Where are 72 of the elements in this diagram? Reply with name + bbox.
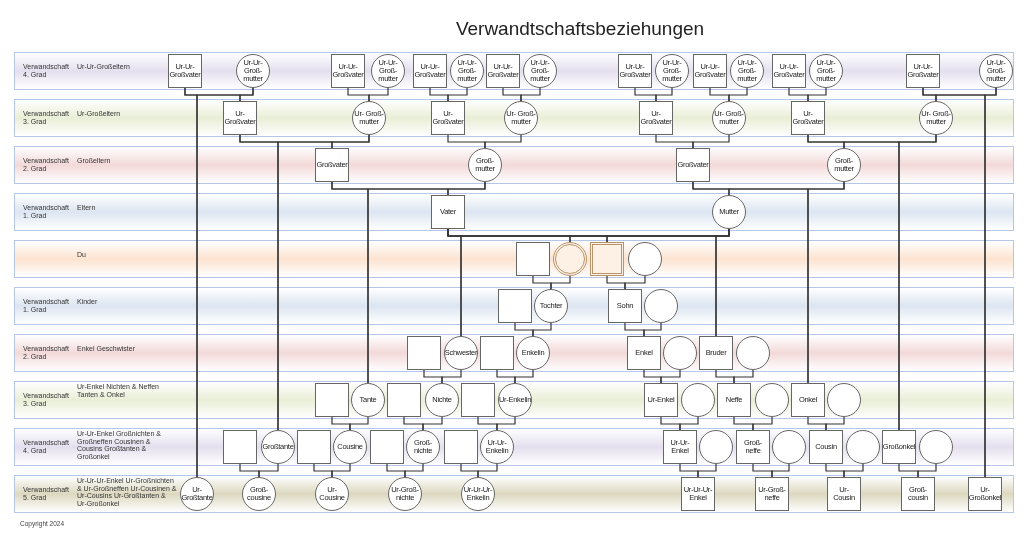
person-square — [297, 430, 331, 464]
generation-band — [14, 287, 1014, 325]
chart-title: Verwandtschaftsbeziehungen — [454, 18, 706, 40]
family-line — [239, 87, 254, 102]
generation-band — [14, 475, 1014, 513]
person-square — [315, 383, 349, 417]
family-line — [679, 416, 699, 431]
family-line — [715, 228, 730, 337]
family-line — [728, 87, 748, 102]
person-square — [387, 383, 421, 417]
generation-band — [14, 334, 1014, 372]
generation-band — [14, 428, 1014, 466]
family-line — [550, 275, 571, 290]
family-line — [807, 181, 845, 384]
person-circle — [628, 242, 662, 276]
family-line — [349, 416, 369, 431]
family-line — [331, 463, 351, 478]
person-circle — [846, 430, 880, 464]
person-circle — [644, 289, 678, 323]
family-line — [258, 463, 279, 478]
person-circle — [827, 383, 861, 417]
person-square — [370, 430, 404, 464]
family-line — [447, 87, 468, 102]
family-line — [807, 87, 827, 102]
generation-band — [14, 193, 1014, 231]
person-circle — [755, 383, 789, 417]
person-circle — [553, 242, 587, 276]
person-circle — [772, 430, 806, 464]
family-line — [496, 416, 516, 431]
family-line — [404, 463, 424, 478]
person-circle — [681, 383, 715, 417]
family-line — [752, 416, 773, 431]
family-line — [697, 463, 717, 478]
person-square — [590, 242, 624, 276]
family-line — [917, 463, 937, 478]
person-circle — [663, 336, 697, 370]
family-line — [692, 134, 730, 149]
person-square — [223, 430, 257, 464]
family-line — [484, 134, 522, 149]
family-line — [898, 134, 937, 431]
family-line — [624, 275, 646, 290]
person-square — [407, 336, 441, 370]
person-circle — [919, 430, 953, 464]
family-line — [447, 181, 486, 196]
family-line — [771, 463, 790, 478]
family-line — [477, 463, 498, 478]
person-square — [461, 383, 495, 417]
person-circle — [699, 430, 733, 464]
family-line — [655, 87, 673, 102]
person-square — [498, 289, 532, 323]
generation-band — [14, 381, 1014, 419]
person-square — [516, 242, 550, 276]
person-square — [444, 430, 478, 464]
family-line — [843, 463, 864, 478]
generation-band — [14, 146, 1014, 184]
family-line — [825, 416, 845, 431]
family-line — [441, 369, 462, 384]
generation-band — [14, 240, 1014, 278]
generation-band — [14, 99, 1014, 137]
family-line — [422, 416, 443, 431]
family-line — [520, 87, 541, 102]
family-line — [660, 369, 681, 384]
family-line — [532, 322, 552, 337]
family-line — [368, 87, 389, 102]
family-line — [984, 87, 997, 478]
person-square — [480, 336, 514, 370]
family-line — [643, 322, 662, 337]
family-line — [733, 369, 754, 384]
generation-band — [14, 52, 1014, 90]
family-line — [514, 369, 534, 384]
person-circle — [736, 336, 770, 370]
family-line — [331, 134, 370, 149]
